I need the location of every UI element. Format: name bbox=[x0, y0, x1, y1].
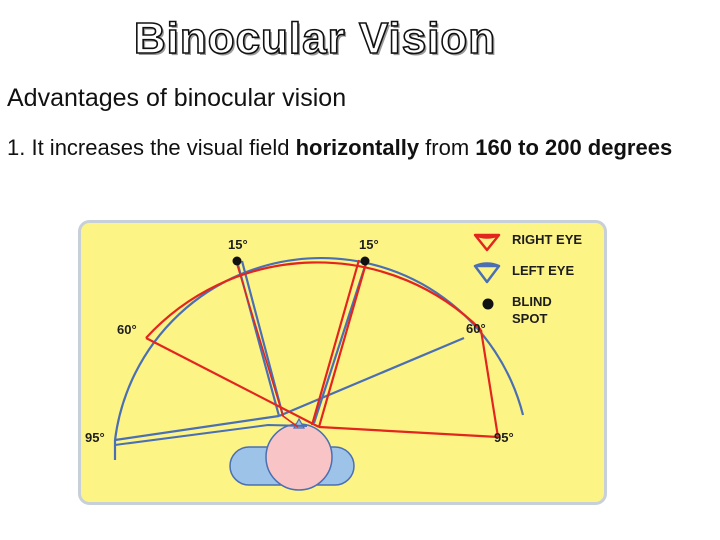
visual-field-svg: 15° 15° 60° 60° 95° 95° RIGHT EYE LEFT E… bbox=[78, 220, 607, 505]
angle-label-95-right: 95° bbox=[494, 430, 514, 445]
right-eye-inner bbox=[235, 260, 299, 428]
blind-spot-dot bbox=[360, 256, 370, 266]
blind-spot-legend-icon bbox=[482, 298, 494, 310]
slide-title: Binocular Vision bbox=[133, 13, 497, 64]
legend-left-eye: LEFT EYE bbox=[512, 263, 574, 278]
visual-field-diagram: 15° 15° 60° 60° 95° 95° RIGHT EYE LEFT E… bbox=[78, 220, 607, 505]
angle-label-15-right: 15° bbox=[359, 237, 379, 252]
left-eye-outline bbox=[114, 423, 308, 446]
point-bold-degrees: 160 to 200 degrees bbox=[475, 135, 673, 160]
slide-subtitle: Advantages of binocular vision bbox=[7, 84, 347, 112]
point-number: 1. bbox=[7, 135, 26, 160]
point-bold-horizontally: horizontally bbox=[295, 135, 420, 160]
point-text-1: It increases the visual field bbox=[25, 135, 296, 160]
blind-spot-dot bbox=[232, 256, 242, 266]
angle-label-95-left: 95° bbox=[85, 430, 105, 445]
legend-blind-spot-line1: BLIND bbox=[512, 294, 552, 309]
point-1: 1. It increases the visual field horizon… bbox=[7, 133, 707, 163]
angle-label-15-left: 15° bbox=[228, 237, 248, 252]
angle-label-60-right: 60° bbox=[466, 321, 486, 336]
angle-label-60-left: 60° bbox=[117, 322, 137, 337]
legend-right-eye: RIGHT EYE bbox=[512, 232, 582, 247]
right-eye-legend-icon bbox=[473, 233, 501, 252]
left-eye-field bbox=[113, 256, 525, 460]
left-eye-legend-icon bbox=[473, 262, 501, 284]
head bbox=[265, 423, 333, 491]
right-eye-field bbox=[145, 259, 500, 439]
legend-blind-spot-line2: SPOT bbox=[512, 311, 547, 326]
point-text-2: from bbox=[419, 135, 476, 160]
